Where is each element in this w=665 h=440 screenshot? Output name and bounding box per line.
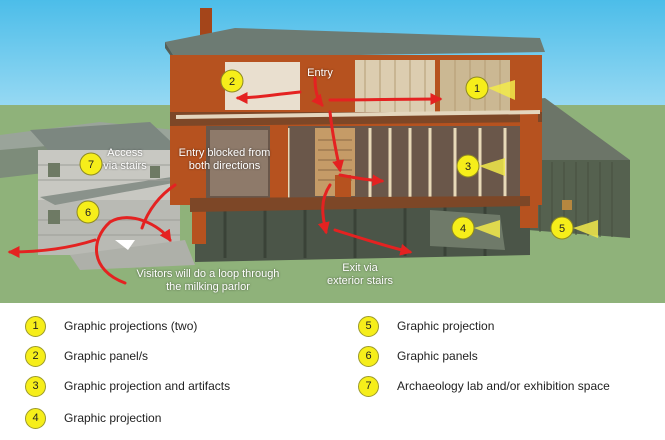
projection-beams — [474, 80, 598, 238]
marker-7: 7 — [79, 152, 103, 176]
marker-6: 6 — [76, 200, 100, 224]
legend-number-7: 7 — [358, 375, 379, 397]
arrow-exit-left — [7, 238, 97, 258]
circulation-arrows — [7, 76, 443, 285]
arrow-left-access — [140, 183, 177, 230]
legend-item-6: 6 Graphic panels — [358, 344, 478, 368]
legend-number-6: 6 — [358, 345, 379, 367]
marker-1: 1 — [465, 76, 489, 100]
marker-4: 4 — [451, 216, 475, 240]
loop-callout: Visitors will do a loop through the milk… — [136, 268, 280, 293]
arrow-to-projection-1 — [328, 93, 443, 106]
legend-number-4: 4 — [25, 407, 46, 429]
legend: 1 Graphic projections (two) 2 Graphic pa… — [0, 303, 665, 440]
legend-number-2: 2 — [25, 345, 46, 367]
arrow-down-stairs — [328, 110, 344, 173]
entry-callout: Entry — [307, 67, 333, 79]
legend-text-3: Graphic projection and artifacts — [64, 379, 231, 393]
access-callout: Access via stairs — [103, 147, 147, 172]
legend-item-4: 4 Graphic projection — [25, 406, 161, 430]
legend-item-5: 5 Graphic projection — [358, 314, 494, 338]
marker-5: 5 — [550, 216, 574, 240]
blocked-callout: Entry blocked from both directions — [178, 147, 271, 172]
marker-3: 3 — [456, 154, 480, 178]
legend-text-5: Graphic projection — [397, 319, 495, 333]
legend-item-3: 3 Graphic projection and artifacts — [25, 374, 230, 398]
exit-callout: Exit via exterior stairs — [326, 262, 394, 287]
legend-text-7: Archaeology lab and/or exhibition space — [397, 379, 610, 393]
marker-2: 2 — [220, 69, 244, 93]
arrow-entry-down — [311, 76, 324, 107]
building-illustration: 1 2 3 4 5 6 7 — [0, 0, 665, 303]
markers: 1 2 3 4 5 6 7 — [76, 69, 574, 240]
arrow-exit-right — [333, 228, 413, 256]
svg-text:4: 4 — [460, 223, 466, 235]
arrow-to-right-floor — [338, 173, 385, 187]
arrow-down-exit — [317, 183, 332, 235]
svg-text:5: 5 — [559, 223, 565, 235]
legend-text-1: Graphic projections (two) — [64, 319, 198, 333]
svg-text:1: 1 — [474, 83, 480, 95]
legend-item-2: 2 Graphic panel/s — [25, 344, 148, 368]
legend-number-1: 1 — [25, 315, 46, 337]
left-wing — [30, 122, 200, 270]
legend-item-7: 7 Archaeology lab and/or exhibition spac… — [358, 374, 610, 398]
arrow-to-panel-2 — [235, 90, 302, 104]
arrow-loop — [95, 216, 172, 285]
legend-text-2: Graphic panel/s — [64, 349, 149, 363]
legend-text-6: Graphic panels — [397, 349, 478, 363]
legend-number-3: 3 — [25, 375, 46, 397]
legend-number-5: 5 — [358, 315, 379, 337]
legend-item-1: 1 Graphic projections (two) — [25, 314, 197, 338]
svg-text:6: 6 — [85, 207, 91, 219]
svg-text:7: 7 — [88, 159, 94, 171]
svg-text:2: 2 — [229, 76, 235, 88]
lower-level — [195, 198, 530, 262]
legend-text-4: Graphic projection — [64, 411, 162, 425]
svg-text:3: 3 — [465, 161, 471, 173]
